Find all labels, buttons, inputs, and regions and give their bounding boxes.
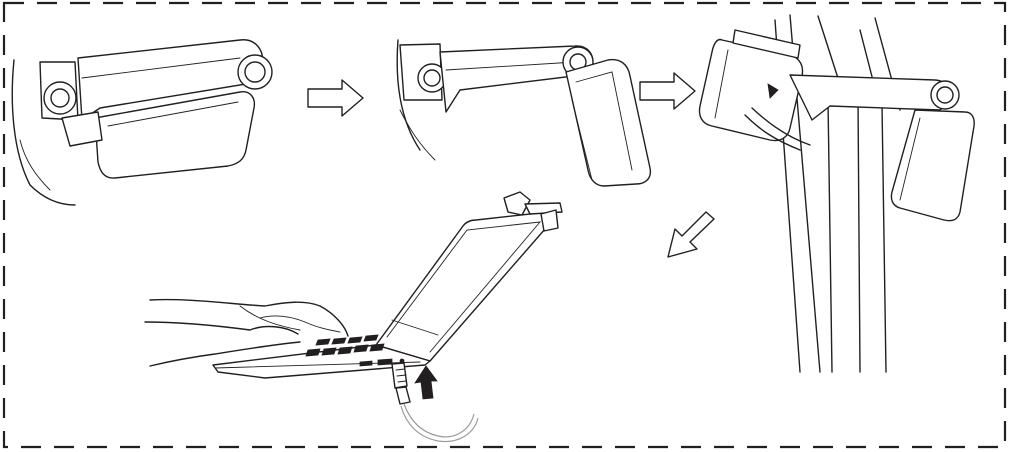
step-3-webcam-mounted <box>700 15 975 372</box>
arrow-right-icon <box>308 80 363 116</box>
arrow-down-left-icon <box>668 212 714 257</box>
arrow-right-icon <box>640 73 695 109</box>
step-2-webcam-opening <box>397 40 650 186</box>
step-4-laptop-connect <box>145 192 562 442</box>
usb-cable <box>392 363 478 442</box>
step-1-webcam-folded <box>12 40 272 205</box>
arrow-up-icon <box>415 366 437 399</box>
